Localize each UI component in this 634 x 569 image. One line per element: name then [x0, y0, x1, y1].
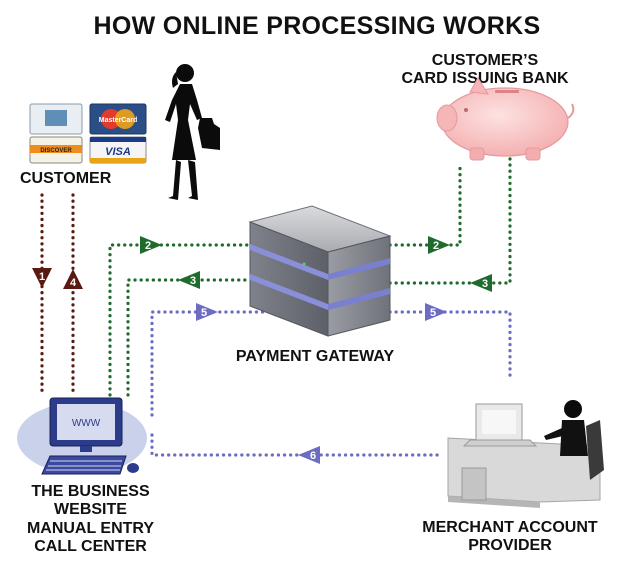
step2-marker-right: 2 [428, 236, 450, 254]
step2-marker-left: 2 [140, 236, 162, 254]
diagram-title: HOW ONLINE PROCESSING WORKS [93, 12, 541, 40]
svg-text:2: 2 [145, 240, 151, 252]
business-computer-icon: WWW [17, 397, 147, 475]
step1-marker: 1 [32, 268, 52, 288]
bank-label: CUSTOMER’S CARD ISSUING BANK [370, 52, 600, 89]
merchant-desk-icon [447, 400, 604, 508]
business-label-line4: CALL CENTER [34, 538, 147, 556]
svg-text:VISA: VISA [105, 146, 131, 158]
merchant-label-line1: MERCHANT ACCOUNT [422, 519, 598, 536]
customer-silhouette-icon [165, 64, 220, 200]
mastercard-card: MasterCard [89, 103, 147, 135]
business-label: THE BUSINESS WEBSITE MANUAL ENTRY CALL C… [8, 483, 173, 557]
step6-marker: 6 [298, 446, 320, 464]
business-label-line1: THE BUSINESS [31, 483, 150, 500]
svg-text:3: 3 [482, 278, 488, 290]
svg-text:4: 4 [70, 277, 77, 289]
step4-marker: 4 [63, 269, 83, 289]
business-label-line3: MANUAL ENTRY [26, 519, 155, 537]
svg-text:5: 5 [201, 307, 207, 319]
step3-marker-left: 3 [178, 271, 200, 289]
step5-line-left [150, 310, 267, 417]
gateway-label: PAYMENT GATEWAY [235, 348, 395, 365]
bank-label-line2: CARD ISSUING BANK [401, 70, 569, 88]
bank-label-line1: CUSTOMER’S [431, 52, 539, 69]
svg-text:5: 5 [430, 307, 436, 319]
svg-text:3: 3 [190, 275, 196, 287]
step6-line [150, 433, 442, 457]
step3-line-right [388, 156, 512, 285]
step5-marker-right: 5 [425, 303, 447, 321]
svg-text:1: 1 [39, 271, 45, 283]
step5-line-right [388, 310, 512, 382]
merchant-label: MERCHANT ACCOUNT PROVIDER [390, 519, 630, 556]
step2-line-left [108, 243, 252, 397]
step5-marker-left: 5 [196, 303, 218, 321]
customer-label: CUSTOMER [20, 170, 112, 187]
svg-text:DISCOVER: DISCOVER [40, 148, 72, 154]
svg-text:2: 2 [433, 240, 439, 252]
visa-card: VISA [89, 136, 147, 164]
business-label-line2: WEBSITE [54, 501, 127, 519]
payment-gateway-icon [248, 205, 392, 337]
discover-card: DISCOVER [29, 136, 83, 164]
svg-text:6: 6 [310, 450, 316, 462]
svg-text:WWW: WWW [72, 418, 101, 429]
piggy-bank-icon [436, 77, 575, 161]
step2-line-right [388, 163, 462, 247]
step3-marker-right: 3 [470, 274, 492, 292]
step3-line-left [126, 278, 252, 397]
credit-cards-icon: MasterCard DISCOVER VISA [29, 103, 147, 164]
amex-card [29, 103, 83, 135]
merchant-label-line2: PROVIDER [468, 537, 552, 555]
svg-text:MasterCard: MasterCard [99, 117, 138, 124]
